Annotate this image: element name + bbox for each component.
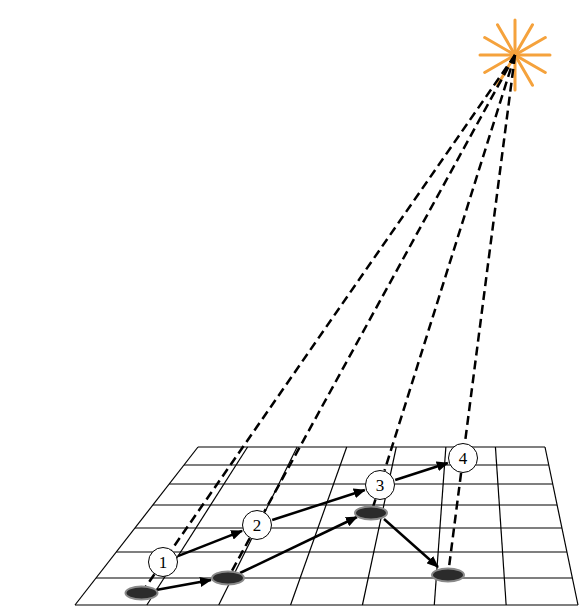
callout-number: 3: [376, 477, 385, 494]
grid-line: [116, 551, 567, 552]
callout-number: 1: [159, 554, 168, 571]
shadow-arrow: [156, 580, 211, 590]
shadow-blob: [212, 572, 244, 585]
light-ray: [264, 55, 515, 512]
grid-line: [198, 446, 545, 447]
light-rays: [142, 55, 516, 593]
grid-line: [75, 447, 198, 605]
grid-line: [545, 447, 578, 605]
light-ray: [172, 55, 515, 550]
grid-line: [495, 447, 506, 605]
shadows: [126, 507, 465, 600]
callout-number: 2: [253, 517, 262, 534]
shadow-blob: [126, 587, 158, 600]
grid-line: [147, 447, 248, 605]
motion-arrow: [272, 490, 365, 520]
grid-line: [135, 527, 562, 528]
numbered-circle: 1: [148, 547, 178, 577]
shadow-arrows: [156, 517, 438, 590]
grid-line: [75, 604, 578, 605]
motion-arrow: [178, 531, 242, 556]
shadow-blob: [355, 507, 387, 520]
numbered-circle: 2: [242, 510, 272, 540]
numbered-circle: 4: [448, 443, 478, 473]
shadow-blob: [432, 569, 464, 582]
grid-line: [184, 464, 549, 465]
motion-arrow: [395, 463, 448, 480]
shadow-arrow: [240, 517, 357, 573]
grid-line: [153, 504, 557, 505]
numbered-circle: 3: [365, 470, 395, 500]
light-ray: [448, 473, 461, 575]
shadow-arrow: [384, 519, 438, 567]
grid-line: [96, 577, 572, 578]
grid-line: [169, 483, 553, 484]
ground-grid: [75, 447, 578, 605]
light-ray: [385, 55, 516, 471]
light-ray: [465, 55, 515, 443]
callout-number: 4: [459, 450, 468, 467]
